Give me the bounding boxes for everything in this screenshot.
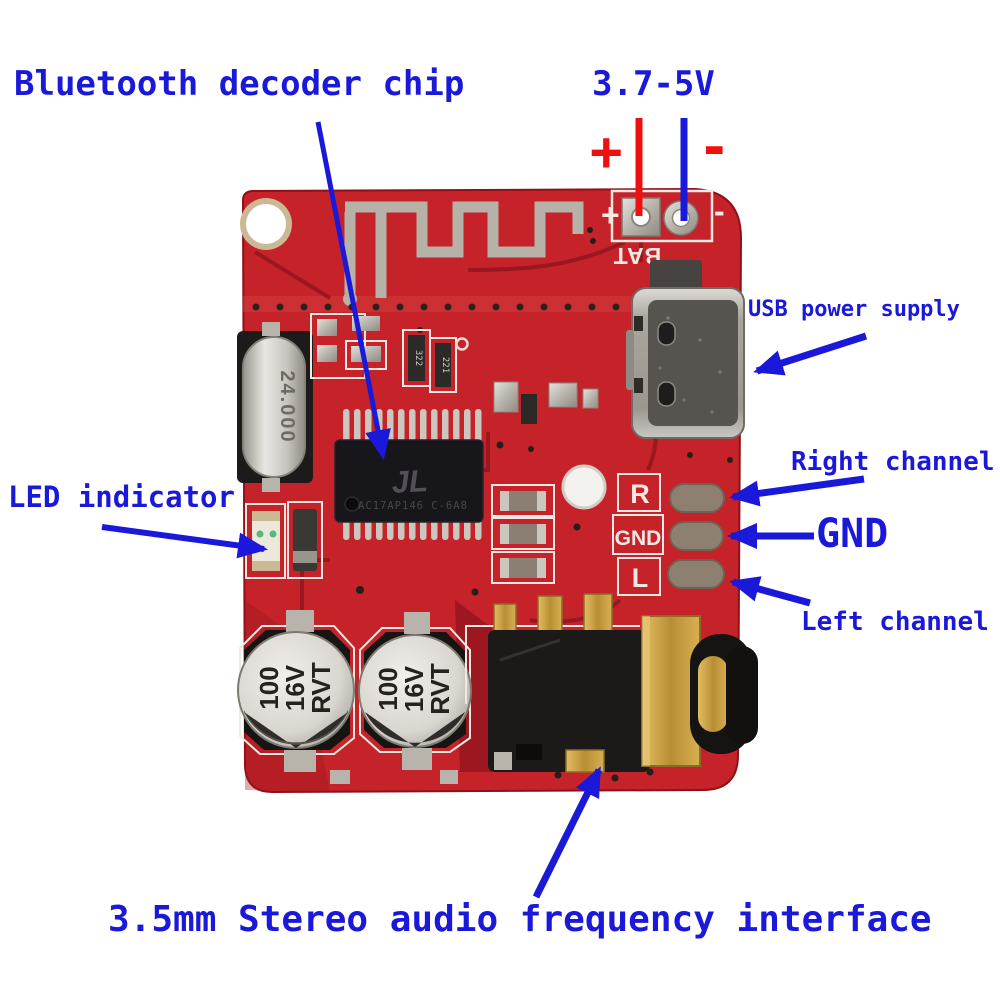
label-power-minus: - (698, 116, 731, 179)
audio-jack (465, 593, 758, 773)
annotation-arrows (101, 118, 868, 899)
chip-pins-top (343, 409, 482, 443)
cap2-marking: 100 16V RVT (373, 663, 455, 715)
arrow-usb (753, 332, 868, 376)
pad-right-channel (669, 483, 725, 513)
usb-c-connector (626, 287, 745, 439)
smd-resistor-stack (491, 484, 555, 584)
chip-logo: JL (391, 463, 429, 500)
chip-code: AC17AP146 C-6A8 (358, 500, 468, 512)
arrow-jack (532, 766, 603, 899)
svg-text:16V: 16V (280, 664, 310, 711)
via-hole-large (561, 464, 607, 510)
usb-slot-bottom (657, 381, 676, 407)
label-usb-power-supply: USB power supply (748, 297, 960, 322)
silk-gnd: GND (615, 527, 662, 550)
label-voltage-range: 3.7-5V (592, 64, 715, 104)
capacitor-1: 100 16V RVT (237, 610, 355, 772)
crystal-oscillator: 24.000 (237, 322, 313, 492)
capacitor-2: 100 16V RVT (358, 612, 472, 770)
svg-text:RVT: RVT (306, 662, 336, 714)
crystal-marking: 24.000 (276, 370, 298, 443)
pad-left-channel (667, 559, 725, 589)
silk-plus: + (601, 197, 620, 233)
led-and-diode (245, 501, 323, 579)
mounting-hole (240, 198, 292, 250)
svg-text:100: 100 (373, 667, 403, 710)
output-pads-block: R GND L (612, 473, 725, 596)
label-audio-jack: 3.5mm Stereo audio frequency interface (108, 899, 932, 940)
arrow-led (101, 524, 268, 559)
jack-barrel (690, 634, 758, 754)
cap1-marking: 100 16V RVT (254, 662, 336, 714)
resistor-322: 322 (413, 350, 423, 366)
label-gnd: GND (816, 511, 889, 557)
arrow-bluetooth-chip (315, 121, 391, 460)
chip-pin1-dot (344, 496, 360, 512)
decoder-chip: JL AC17AP146 C-6A8 (334, 409, 484, 540)
silk-minus: - (714, 193, 725, 229)
smd-cluster-mid (455, 337, 599, 424)
label-bluetooth-decoder-chip: Bluetooth decoder chip (14, 64, 465, 104)
label-right-channel: Right channel (791, 447, 995, 477)
label-power-plus: + (590, 120, 623, 183)
via-row (252, 303, 734, 311)
battery-pads: + - BAT (601, 189, 725, 269)
silk-r: R (630, 479, 650, 509)
svg-text:16V: 16V (399, 665, 429, 712)
usb-slot-top (657, 321, 676, 346)
inductor (650, 260, 702, 290)
label-led-indicator: LED indicator (8, 480, 235, 514)
silk-l: L (632, 563, 649, 593)
arrow-right-channel (729, 475, 865, 507)
label-left-channel: Left channel (801, 607, 989, 637)
arrow-left-channel (729, 576, 811, 607)
resistor-221: 221 (440, 357, 450, 373)
svg-text:100: 100 (254, 666, 284, 709)
pad-gnd (669, 521, 724, 551)
svg-text:RVT: RVT (425, 663, 455, 715)
smd-resistors-marked: 322 221 (402, 329, 457, 393)
chip-pins-bottom (343, 520, 482, 540)
bottom-edge-pads (330, 770, 458, 784)
pcb-board: + - BAT 24.000 (237, 187, 758, 794)
